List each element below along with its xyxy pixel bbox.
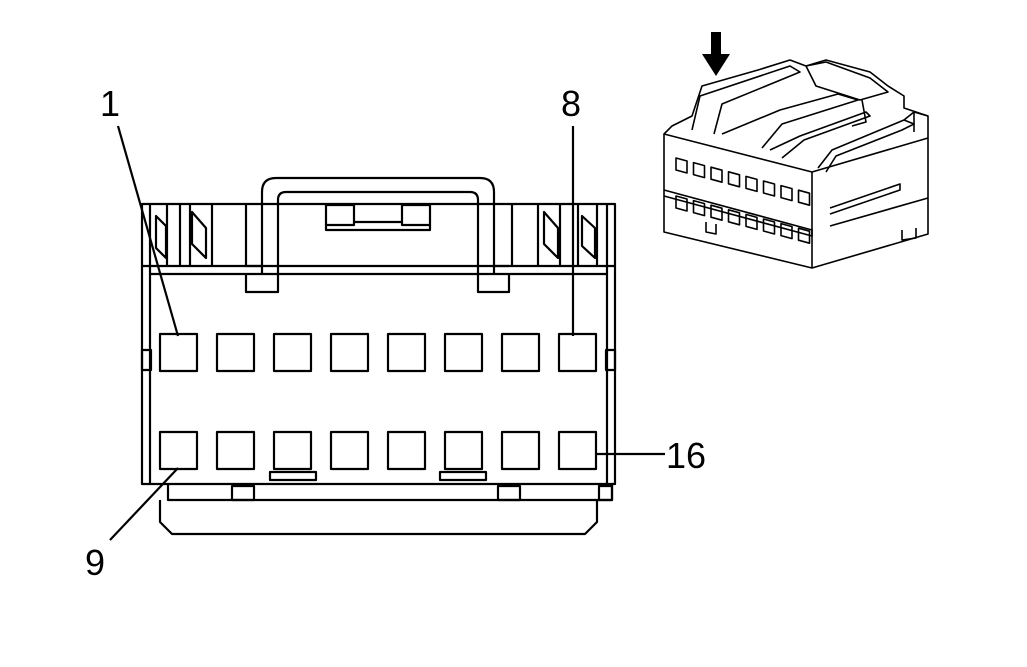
inset-pin-cavity [762,180,776,197]
inset-pin-cavity [780,184,793,202]
inset-pin-cavities [675,157,811,244]
bottom-ledge [158,500,599,536]
pin-cavity-10 [215,430,256,471]
pin-cavity-14 [443,430,484,471]
label-pin-16: 16 [666,435,706,476]
leader-pin-9 [109,467,179,541]
right-latch-bay [510,204,599,266]
pin-cavity-2 [215,332,256,373]
pin-cavity-3 [272,332,313,373]
label-pin-1: 1 [100,83,120,124]
label-pin-8: 8 [561,83,581,124]
pin-cavity-16 [557,430,598,471]
inset-pin-cavity [692,199,706,217]
inset-pin-cavity [675,195,688,212]
pin-cavity-11 [272,430,313,471]
inset-pin-cavity [745,213,758,231]
key-tab-left [268,470,318,482]
pin-cavity-15 [500,430,541,471]
inset-pin-cavity [727,209,741,226]
inset-pin-cavity [797,189,811,206]
left-latch-bay [154,204,248,266]
connector-front-view [140,176,617,536]
inset-pin-cavity [780,222,793,240]
inset-pin-cavity [745,175,758,193]
inset-pin-cavity [675,157,688,174]
pin-row-bottom [158,430,598,471]
ledge-notch-right [496,484,522,502]
ledge-notch-edge [597,484,614,502]
pin-cavity-4 [329,332,370,373]
pin-cavity-6 [443,332,484,373]
inset-pin-cavity [710,166,723,183]
inset-pin-cavity [797,227,811,244]
inset-pin-cavity [762,218,776,235]
connector-isometric-icon [663,59,929,269]
label-pin-9: 9 [85,542,105,583]
right-side-tab [604,348,617,372]
leader-lines [109,125,665,541]
inset-pin-cavity [710,204,723,221]
pin-row-top [158,332,598,373]
pin-cavity-7 [500,332,541,373]
pin-cavity-9 [158,430,199,471]
leader-pin-1 [116,125,180,337]
inset-pin-cavity [692,161,706,179]
pin-cavity-1 [158,332,199,373]
down-arrow-icon [702,32,730,76]
ledge-notch-left [230,484,256,502]
pin-cavity-12 [329,430,370,471]
inset-pin-cavity [727,171,741,188]
pin-cavity-13 [386,430,427,471]
pin-cavity-8 [557,332,598,373]
locking-hood [244,176,511,294]
left-side-tab [140,348,153,372]
key-tab-right [438,470,488,482]
pin-cavity-5 [386,332,427,373]
